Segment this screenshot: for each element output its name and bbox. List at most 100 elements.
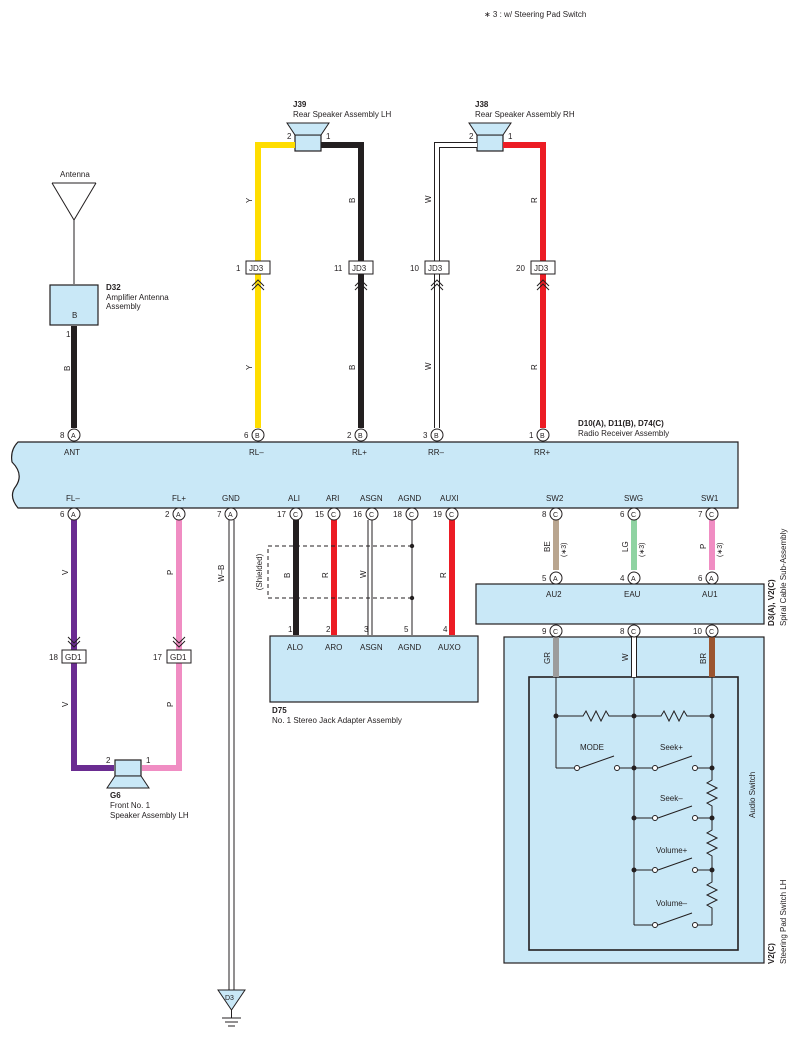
svg-text:17: 17 (277, 510, 286, 519)
d75-pin5: 5 (404, 625, 409, 634)
svg-text:RL–: RL– (249, 448, 264, 457)
audio-switch-label: Audio Switch (748, 772, 757, 818)
d75-label-alo: ALO (287, 643, 303, 652)
svg-text:20: 20 (516, 264, 525, 273)
svg-text:C: C (293, 512, 298, 519)
svg-text:16: 16 (353, 510, 362, 519)
radio-label-swg: SWG (624, 494, 643, 503)
svg-text:C: C (449, 512, 454, 519)
svg-text:GD1: GD1 (170, 653, 187, 662)
swg-star: (∗3) (639, 543, 646, 557)
switch-contacts (574, 765, 698, 928)
wire-label-br: BR (699, 653, 708, 664)
svg-text:8: 8 (620, 627, 625, 636)
wire-rr-plus (503, 142, 546, 428)
radio-label-fl-plus: FL+ (172, 494, 186, 503)
svg-text:C: C (331, 512, 336, 519)
radio-pin-agnd: C 18 (393, 507, 419, 521)
antenna-symbol: Antenna (51, 170, 97, 284)
svg-text:A: A (71, 433, 76, 440)
j39-name: Rear Speaker Assembly LH (293, 110, 391, 119)
svg-text:18: 18 (49, 653, 58, 662)
svg-text:AU2: AU2 (546, 590, 562, 599)
wire-label-fl-minus-upper: V (61, 569, 70, 575)
spiral-code: D3(A), V2(C) (767, 579, 776, 626)
svg-text:6: 6 (620, 510, 625, 519)
d75-pin3: 3 (364, 625, 369, 634)
d3-ground-symbol: D3 (217, 989, 246, 1027)
svg-text:3: 3 (423, 431, 428, 440)
j38-name: Rear Speaker Assembly RH (475, 110, 575, 119)
d75-label-agnd: AGND (398, 643, 421, 652)
d75-pin1: 1 (288, 625, 293, 634)
spiral-pin-10: C 10 (693, 624, 719, 638)
wire-rl-minus (255, 142, 295, 428)
radio-label-agnd: AGND (398, 494, 421, 503)
wire-label-gr: GR (543, 652, 552, 664)
wire-label-rr-minus-upper: W (424, 195, 433, 203)
svg-text:A: A (709, 576, 714, 583)
wire-label-ari: R (321, 572, 330, 578)
radio-label-fl-minus: FL– (66, 494, 80, 503)
g6-speaker (106, 759, 150, 789)
svg-text:C: C (631, 629, 636, 636)
svg-text:11: 11 (334, 264, 343, 273)
svg-text:A: A (228, 512, 233, 519)
d32-pin1: 1 (66, 330, 71, 339)
svg-text:18: 18 (393, 510, 402, 519)
g6-pin2: 2 (106, 756, 111, 765)
radio-name: Radio Receiver Assembly (578, 429, 669, 438)
radio-pin-asgn: C 16 (353, 507, 379, 521)
svg-text:RL+: RL+ (352, 448, 367, 457)
svg-text:C: C (409, 512, 414, 519)
svg-text:C: C (553, 512, 558, 519)
j39-pin1: 1 (326, 132, 331, 141)
wire-label-rl-minus-upper: Y (245, 197, 254, 203)
d75-code: D75 (272, 706, 287, 715)
g6-pin1: 1 (146, 756, 151, 765)
radio-label-ari: ARI (326, 494, 339, 503)
svg-text:6: 6 (244, 431, 249, 440)
j38-code: J38 (475, 100, 489, 109)
svg-text:4: 4 (620, 574, 625, 583)
g6-code: G6 (110, 791, 121, 800)
j39-speaker (286, 122, 330, 152)
svg-text:19: 19 (433, 510, 442, 519)
wire-label-w: W (621, 653, 630, 661)
svg-text:A: A (176, 512, 181, 519)
radio-pin-rl-minus: B 6 RL– (244, 428, 265, 457)
radio-label-ali: ALI (288, 494, 300, 503)
svg-text:ANT: ANT (64, 448, 80, 457)
svg-text:1: 1 (236, 264, 241, 273)
j38-pin2: 2 (469, 132, 474, 141)
radio-pin-rr-minus: B 3 RR– (423, 428, 445, 457)
switch-label-seek-minus: Seek– (660, 794, 683, 803)
wire-rl-plus (321, 142, 364, 428)
radio-pin-swg: C 6 (620, 507, 641, 521)
svg-text:2: 2 (347, 431, 352, 440)
d32-name-2: Assembly (106, 302, 141, 311)
jd3-connector-11: JD3 11 (334, 260, 374, 291)
g6-name-2: Speaker Assembly LH (110, 811, 189, 820)
svg-text:2: 2 (165, 510, 170, 519)
svg-text:A: A (553, 576, 558, 583)
d75-name: No. 1 Stereo Jack Adapter Assembly (272, 716, 402, 725)
svg-text:8: 8 (542, 510, 547, 519)
wire-label-sw1: P (699, 544, 708, 549)
d75-label-auxo: AUXO (438, 643, 461, 652)
spiral-pin-8: C 8 (620, 624, 641, 638)
radio-label-asgn: ASGN (360, 494, 383, 503)
radio-pin-fl-plus: A 2 (165, 507, 186, 521)
jd3-connector-1: JD3 1 (236, 260, 271, 291)
wire-label-fl-plus-lower: P (166, 702, 175, 707)
wire-rr-minus (435, 143, 477, 428)
d32-amplifier-box (49, 284, 99, 326)
radio-pin-rr-plus: B 1 RR+ (529, 428, 551, 457)
svg-text:10: 10 (693, 627, 702, 636)
switch-label-volume-plus: Volume+ (656, 846, 688, 855)
radio-label-sw2: SW2 (546, 494, 564, 503)
svg-text:5: 5 (542, 574, 547, 583)
spiral-pin-au1: A 6 AU1 (698, 571, 719, 599)
d75-pin4: 4 (443, 625, 448, 634)
